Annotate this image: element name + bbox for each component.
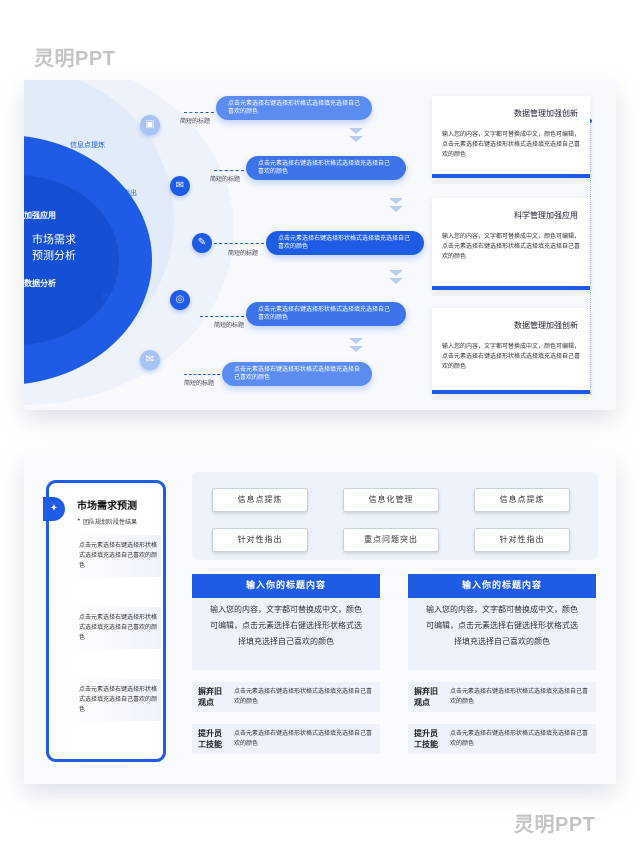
summary-item-3: 点击元素选择右键选择形状格式选择填充选择自己喜欢的颜色 — [57, 679, 161, 721]
step-3-pill[interactable]: 点击元素选择右键选择形状格式选择填充选择自己喜欢的颜色 — [266, 231, 424, 255]
block-2-row-2-value: 点击元素选择右键选择形状格式选择填充选择自己喜欢的颜色 — [450, 730, 589, 747]
step-3-icon: ✎ — [192, 233, 212, 253]
block-2-body: 输入您的内容，文字都可替换成中文，颜色可编辑，点击元素选择右键选择形状格式选择填… — [408, 598, 596, 670]
block-2-row-1: 摒弃旧观点 点击元素选择右键选择形状格式选择填充选择自己喜欢的颜色 — [408, 682, 596, 712]
block-1-row-1-key: 摒弃旧观点 — [198, 687, 222, 707]
step-1-chevron — [349, 128, 363, 134]
ring-label-2: 针对性指出 — [102, 189, 137, 197]
info-card-1: 数据管理加强创新 输入您的内容，文字都可替换成中文，颜色可编辑，点击元素选择右键… — [432, 96, 590, 178]
info-card-3-bar — [432, 390, 590, 394]
block-1-body: 输入您的内容，文字都可替换成中文，颜色可编辑，点击元素选择右键选择形状格式选择填… — [192, 598, 380, 670]
block-2-row-2: 提升员工技能 点击元素选择右键选择形状格式选择填充选择自己喜欢的颜色 — [408, 724, 596, 754]
step-4-icon: ◎ — [170, 290, 190, 310]
info-card-3-body: 输入您的内容，文字都可替换成中文，颜色可编辑，点击元素选择右键选择形状格式选择填… — [442, 343, 581, 370]
step-4-chevron — [349, 338, 363, 344]
step-2-pill[interactable]: 点击元素选择右键选择形状格式选择填充选择自己喜欢的颜色 — [246, 156, 406, 180]
watermark-top: 灵明PPT — [34, 48, 116, 70]
step-5-icon: ✉ — [140, 350, 160, 370]
info-card-1-body: 输入您的内容，文字都可替换成中文，颜色可编辑，点击元素选择右键选择形状格式选择填… — [442, 131, 581, 158]
step-1-icon: ▣ — [140, 115, 160, 135]
step-3-chevron — [389, 270, 403, 276]
info-card-2-bar — [432, 286, 590, 290]
ring-label-4: 信息化管理 — [102, 293, 137, 301]
step-4-connector — [200, 316, 244, 317]
step-2-connector — [214, 170, 244, 171]
keyword-chip-3[interactable]: 信息点提炼 — [474, 488, 570, 512]
timeline-dot — [588, 119, 592, 123]
ring-label-1: 信息点提炼 — [70, 141, 105, 149]
step-1-chevron-b — [349, 136, 363, 142]
block-1-row-1-value: 点击元素选择右键选择形状格式选择填充选择自己喜欢的颜色 — [234, 688, 373, 705]
step-1-pill[interactable]: 点击元素选择右键选择形状格式选择填充选择自己喜欢的颜色 — [216, 96, 372, 120]
outer-label-2: 数据分析 — [24, 279, 56, 288]
summary-subtitle: 团队规划阶段性结果 — [77, 517, 137, 526]
outer-label-1: 加强应用 — [24, 211, 56, 220]
info-card-2-body: 输入您的内容，文字都可替换成中文，颜色可编辑，点击元素选择右键选择形状格式选择填… — [442, 233, 581, 260]
slide-2: ✦ 市场需求预测 团队规划阶段性结果 点击元素选择右键选择形状格式选择填充选择自… — [24, 452, 616, 784]
block-2-row-2-key: 提升员工技能 — [414, 729, 438, 749]
keyword-chip-5[interactable]: 重点问题突出 — [343, 528, 439, 552]
summary-item-1: 点击元素选择右键选择形状格式选择填充选择自己喜欢的颜色 — [57, 535, 161, 577]
summary-title: 市场需求预测 — [77, 501, 137, 512]
block-2-row-1-value: 点击元素选择右键选择形状格式选择填充选择自己喜欢的颜色 — [450, 688, 589, 705]
slide-1: 市场需求 预测分析 加强应用 数据分析 信息点提炼 针对性指出 信息汇总 信息化… — [24, 80, 616, 410]
step-1-connector — [184, 112, 214, 113]
step-3-connector — [214, 243, 264, 244]
summary-item-2: 点击元素选择右键选择形状格式选择填充选择自己喜欢的颜色 — [57, 607, 161, 649]
keyword-chip-1[interactable]: 信息点提炼 — [212, 488, 308, 512]
step-5-pill[interactable]: 点击元素选择右键选择形状格式选择填充选择自己喜欢的颜色 — [222, 362, 372, 386]
step-1-caption: 简短的标题 — [180, 118, 211, 125]
block-1-row-1: 摒弃旧观点 点击元素选择右键选择形状格式选择填充选择自己喜欢的颜色 — [192, 682, 380, 712]
summary-card: ✦ 市场需求预测 团队规划阶段性结果 点击元素选择右键选择形状格式选择填充选择自… — [43, 480, 166, 762]
step-2-chevron-b — [389, 206, 403, 212]
step-2-chevron — [389, 198, 403, 204]
block-1-row-2-key: 提升员工技能 — [198, 729, 222, 749]
step-4-chevron-b — [349, 346, 363, 352]
step-5-connector — [184, 374, 220, 375]
block-2-row-1-key: 摒弃旧观点 — [414, 687, 438, 707]
info-card-2-title: 科学管理加强应用 — [514, 211, 578, 220]
block-1-title: 输入你的标题内容 — [192, 574, 380, 598]
timeline-line — [590, 120, 591, 395]
block-2-title: 输入你的标题内容 — [408, 574, 596, 598]
megaphone-icon: ✦ — [43, 497, 65, 521]
info-card-2: 科学管理加强应用 输入您的内容，文字都可替换成中文，颜色可编辑，点击元素选择右键… — [432, 198, 590, 290]
core-title: 市场需求 预测分析 — [32, 233, 76, 262]
step-2-icon: ✉ — [170, 176, 190, 196]
info-card-1-title: 数据管理加强创新 — [514, 109, 578, 118]
info-card-1-bar — [432, 174, 590, 178]
keyword-chip-4[interactable]: 针对性指出 — [212, 528, 308, 552]
keyword-chip-6[interactable]: 针对性指出 — [474, 528, 570, 552]
step-4-pill[interactable]: 点击元素选择右键选择形状格式选择填充选择自己喜欢的颜色 — [246, 302, 406, 326]
ring-label-5: 重点问题突出 — [60, 339, 102, 347]
keyword-chip-2[interactable]: 信息化管理 — [343, 488, 439, 512]
block-1-row-2-value: 点击元素选择右键选择形状格式选择填充选择自己喜欢的颜色 — [234, 730, 373, 747]
step-2-caption: 简短的标题 — [210, 176, 241, 183]
block-1-row-2: 提升员工技能 点击元素选择右键选择形状格式选择填充选择自己喜欢的颜色 — [192, 724, 380, 754]
step-3-chevron-b — [389, 278, 403, 284]
step-4-caption: 简短的标题 — [214, 322, 245, 329]
step-3-caption: 简短的标题 — [228, 250, 259, 257]
step-5-caption: 简短的标题 — [184, 380, 215, 387]
ring-label-3: 信息汇总 — [122, 239, 150, 247]
info-card-3-title: 数据管理加强创新 — [514, 321, 578, 330]
watermark-bottom: 灵明PPT — [514, 814, 596, 836]
info-card-3: 数据管理加强创新 输入您的内容，文字都可替换成中文，颜色可编辑，点击元素选择右键… — [432, 308, 590, 394]
